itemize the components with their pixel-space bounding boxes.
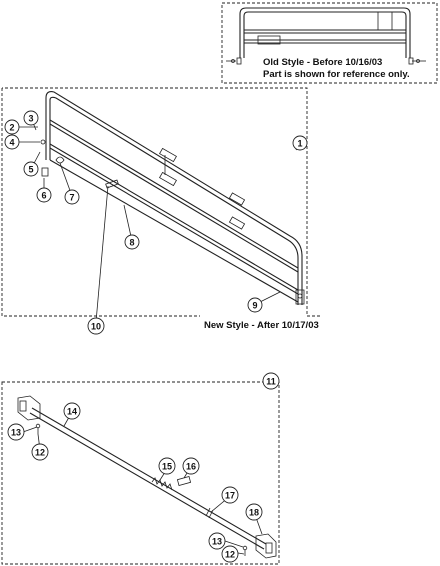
callout-3-label: 3 bbox=[28, 114, 33, 124]
callout-15-label: 15 bbox=[162, 462, 172, 472]
callout-2: 2 bbox=[4, 119, 20, 135]
new-style-caption: New Style - After 10/17/03 bbox=[204, 320, 319, 331]
callout-2-label: 2 bbox=[9, 123, 14, 133]
callout-15: 15 bbox=[158, 457, 176, 475]
callout-8: 8 bbox=[124, 234, 140, 250]
callout-13-right-label: 13 bbox=[212, 537, 222, 547]
assembly-11-drawing bbox=[17, 395, 277, 559]
assembly-11-frame bbox=[1, 381, 280, 565]
callout-12-left: 12 bbox=[31, 443, 49, 461]
callout-17-label: 17 bbox=[225, 491, 235, 501]
callout-11-label: 11 bbox=[266, 377, 276, 387]
spring-coil bbox=[151, 477, 173, 491]
callout-9-label: 9 bbox=[252, 301, 257, 311]
reference-note: Part is shown for reference only. bbox=[263, 69, 410, 80]
assembly-11-leaders bbox=[22, 382, 272, 555]
callout-14: 14 bbox=[63, 402, 81, 420]
callout-11: 11 bbox=[262, 372, 280, 390]
callout-9: 9 bbox=[247, 297, 263, 313]
callout-10: 10 bbox=[87, 317, 105, 335]
new-style-rail-drawing bbox=[40, 91, 305, 305]
callout-13-right: 13 bbox=[208, 532, 226, 550]
callout-8-label: 8 bbox=[129, 238, 134, 248]
callout-6-label: 6 bbox=[41, 191, 46, 201]
callout-3: 3 bbox=[23, 110, 39, 126]
callout-16-label: 16 bbox=[186, 462, 196, 472]
callout-14-label: 14 bbox=[67, 407, 77, 417]
callout-5: 5 bbox=[23, 161, 39, 177]
old-style-rail-drawing bbox=[226, 7, 426, 65]
assembly-11-panel: 11 13 12 14 15 16 17 18 bbox=[1, 372, 280, 565]
callout-13-left-label: 13 bbox=[11, 428, 21, 438]
callout-6: 6 bbox=[36, 187, 52, 203]
callout-7: 7 bbox=[64, 189, 80, 205]
callout-18: 18 bbox=[245, 503, 263, 521]
callout-1-label: 1 bbox=[297, 139, 302, 149]
old-style-frame bbox=[221, 2, 438, 84]
callout-18-label: 18 bbox=[249, 508, 259, 518]
new-style-leaders bbox=[18, 117, 301, 323]
callout-17: 17 bbox=[221, 486, 239, 504]
callout-10-label: 10 bbox=[91, 322, 101, 332]
new-style-panel: 1 2 3 4 5 6 7 8 bbox=[1, 87, 320, 335]
callout-1: 1 bbox=[292, 135, 308, 151]
callout-12-left-label: 12 bbox=[35, 448, 45, 458]
callout-12-right-label: 12 bbox=[225, 550, 235, 560]
old-style-inset: Old Style - Before 10/16/03 Part is show… bbox=[221, 2, 438, 84]
callout-7-label: 7 bbox=[69, 193, 74, 203]
callout-5-label: 5 bbox=[28, 165, 33, 175]
old-style-caption: Old Style - Before 10/16/03 bbox=[263, 57, 382, 68]
callout-4: 4 bbox=[4, 134, 20, 150]
callout-12-right: 12 bbox=[221, 545, 239, 563]
callout-16: 16 bbox=[182, 457, 200, 475]
callout-4-label: 4 bbox=[9, 138, 14, 148]
callout-13-left: 13 bbox=[7, 423, 25, 441]
new-style-frame bbox=[1, 87, 320, 317]
